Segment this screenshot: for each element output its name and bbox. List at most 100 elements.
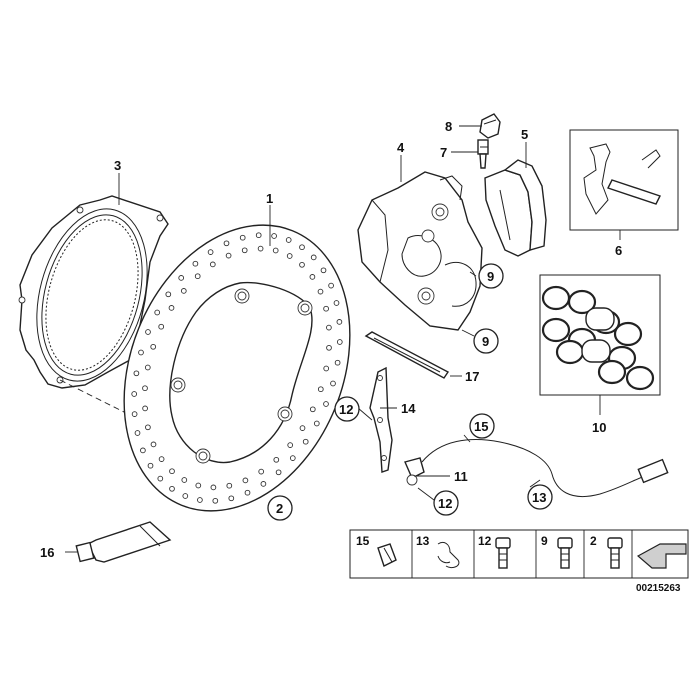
seal-ring: [625, 365, 655, 391]
disc-hole: [226, 482, 233, 489]
seal-ring: [567, 289, 597, 315]
disc-hole: [333, 300, 340, 306]
callout-15: 15: [474, 419, 488, 434]
disc-hole: [192, 260, 199, 267]
disc-hole: [323, 305, 329, 312]
disc-hole: [169, 468, 175, 475]
disc-hole: [133, 370, 140, 377]
disc-hole: [299, 244, 305, 251]
callout-1: 1: [266, 191, 273, 206]
disc-hole: [134, 430, 141, 436]
disc-hole: [169, 485, 175, 492]
callout-6: 6: [615, 243, 622, 258]
disc-hole: [168, 305, 175, 311]
disc-hole: [144, 364, 151, 371]
disc-hole: [302, 438, 309, 445]
disc-hole: [317, 386, 324, 393]
legend-label-13: 13: [416, 534, 430, 548]
disc-hole: [330, 380, 336, 387]
seal-ring: [597, 359, 627, 385]
disc-hole: [181, 477, 188, 483]
document-number: 00215263: [636, 583, 681, 594]
pad-pin-kit-box: [569, 129, 679, 231]
disc-hole: [228, 495, 235, 502]
legend-label-9: 9: [541, 534, 548, 548]
dust-cap-part: [479, 113, 501, 139]
disc-hole: [150, 441, 157, 448]
disc-hole: [157, 475, 164, 482]
disc-hole: [309, 406, 316, 413]
fastener-legend: 15 13 12 9 2: [349, 529, 689, 579]
callout-7: 7: [440, 145, 447, 160]
disc-hole: [182, 493, 189, 499]
disc-hole: [154, 309, 161, 316]
disc-hole: [299, 261, 305, 268]
disc-hole: [207, 249, 214, 255]
disc-hole: [195, 482, 202, 489]
disc-hole: [323, 365, 330, 372]
disc-hole: [313, 420, 320, 427]
disc-hole: [336, 319, 343, 325]
disc-hole: [273, 456, 280, 463]
disc-hole: [275, 469, 282, 476]
disc-hole: [145, 424, 151, 431]
disc-hole: [194, 273, 201, 280]
disc-hole: [255, 232, 262, 239]
seal-kit-box: [539, 274, 661, 396]
seal-ring: [613, 321, 643, 347]
disc-hole: [147, 462, 154, 469]
disc-hole: [140, 447, 146, 454]
disc-hole: [180, 288, 187, 294]
callout-17: 17: [465, 369, 479, 384]
callout-16: 16: [40, 545, 54, 560]
disc-hole: [334, 359, 341, 366]
disc-hole: [223, 240, 230, 247]
disc-hole: [165, 291, 172, 298]
callout-14: 14: [401, 401, 416, 416]
disc-hole: [326, 344, 332, 351]
callout-3: 3: [114, 158, 121, 173]
callout-2: 2: [276, 501, 283, 516]
callout-5: 5: [521, 127, 528, 142]
disc-hole: [138, 349, 144, 356]
disc-hole: [257, 245, 264, 252]
disc-hole: [289, 455, 296, 461]
disc-hole: [131, 411, 138, 417]
disc-hole: [158, 323, 165, 330]
disc-hole: [212, 497, 219, 504]
disc-hole: [286, 253, 293, 259]
disc-hole: [310, 254, 317, 261]
direction-arrow-icon: [636, 543, 687, 569]
disc-hole: [178, 275, 185, 281]
seal-ring: [541, 317, 571, 343]
seal-ring: [555, 339, 585, 365]
disc-hole: [317, 288, 324, 295]
callout-4: 4: [397, 140, 405, 155]
disc-hole: [244, 489, 251, 496]
grease-tube-part: [75, 521, 172, 563]
disc-hole: [142, 385, 148, 392]
callout-12-sensor: 12: [438, 496, 452, 511]
disc-hole: [309, 274, 316, 280]
disc-hole: [258, 468, 265, 475]
disc-hole: [239, 234, 246, 241]
disc-hole: [287, 442, 294, 448]
disc-hole: [158, 456, 165, 462]
caliper-piston: [581, 339, 611, 363]
disc-hole: [328, 282, 334, 289]
disc-drill-holes: [131, 232, 343, 504]
legend-label-2: 2: [590, 534, 597, 548]
disc-hole: [299, 425, 306, 431]
disc-hole: [209, 261, 216, 268]
disc-hole: [260, 481, 267, 487]
legend-label-12: 12: [478, 534, 492, 548]
disc-hole: [271, 233, 277, 239]
callout-10: 10: [592, 420, 606, 435]
sensor-bracket-part: [369, 366, 393, 473]
callout-9-lower: 9: [482, 334, 489, 349]
disc-hole: [145, 329, 151, 335]
disc-hole: [336, 339, 343, 345]
brake-disc-part: [123, 224, 351, 512]
disc-hole: [225, 252, 232, 259]
